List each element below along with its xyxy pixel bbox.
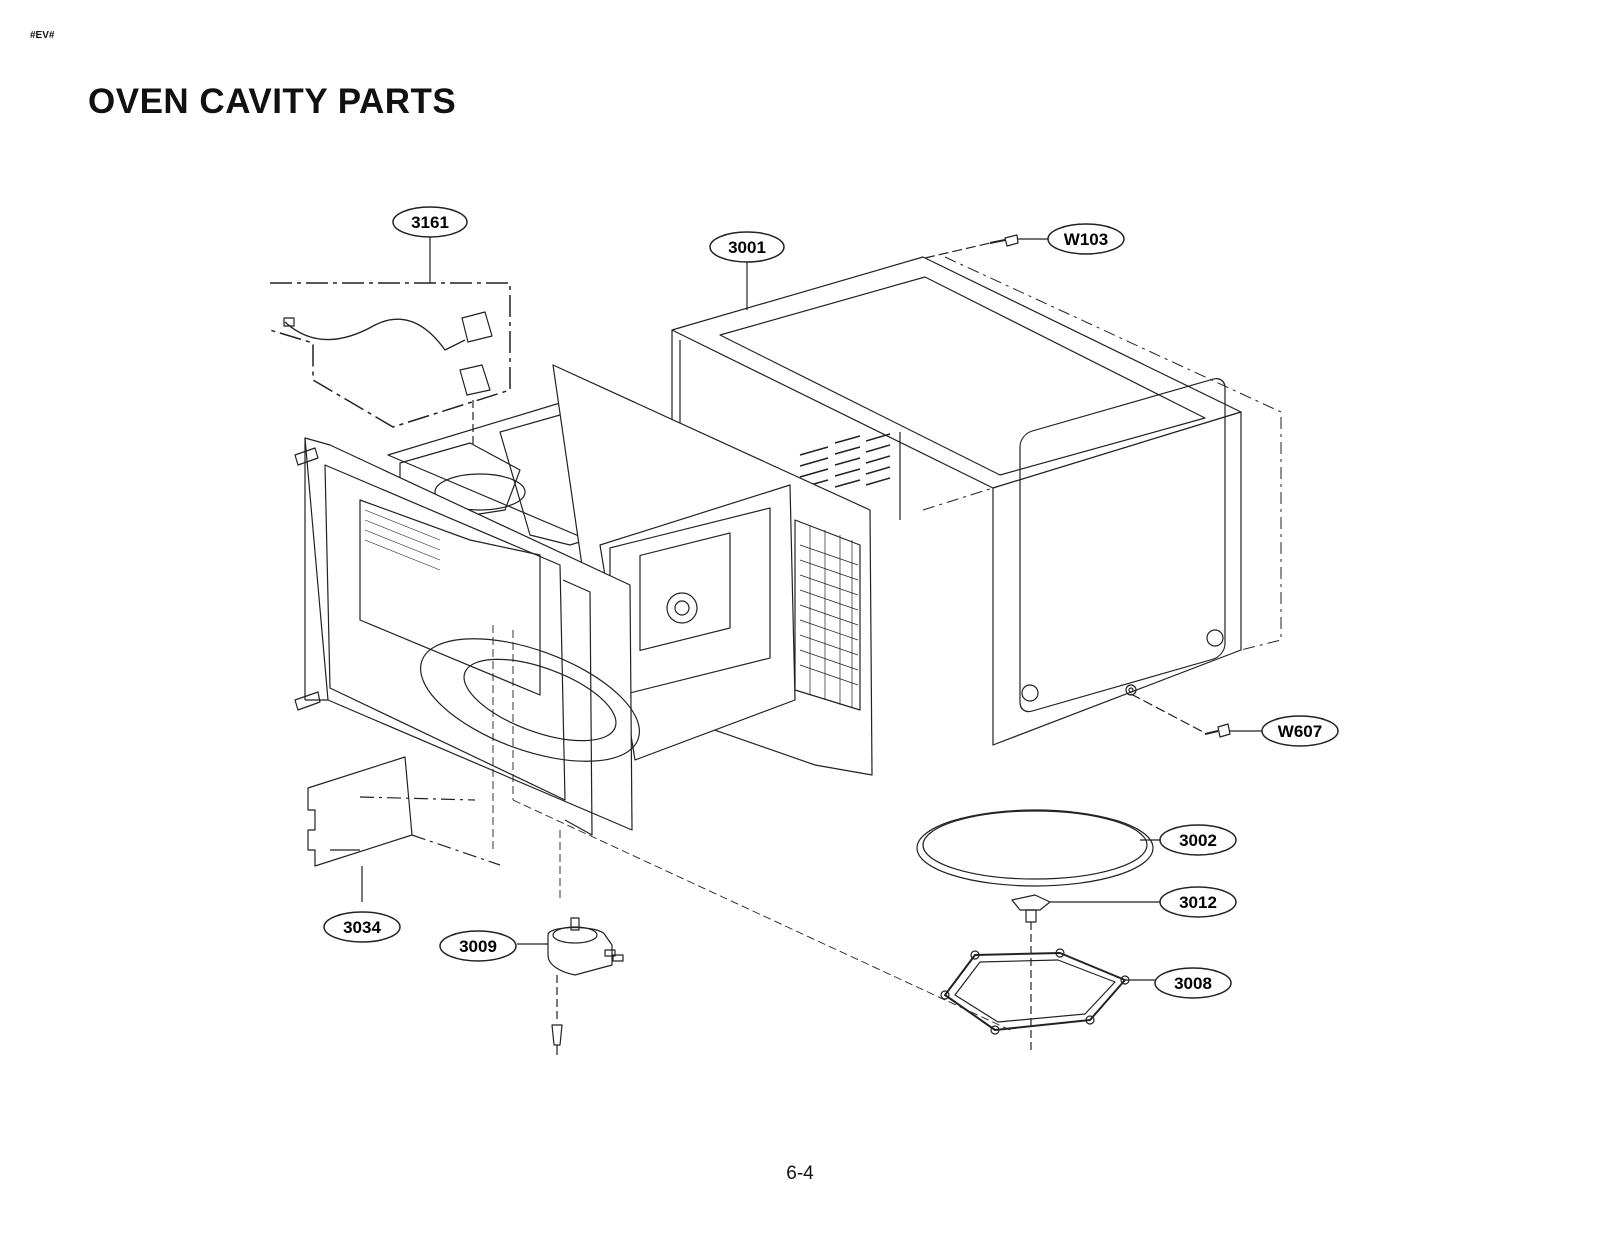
oven-cavity bbox=[294, 364, 1011, 1031]
callout-label: W607 bbox=[1278, 722, 1322, 741]
coupler bbox=[1011, 894, 1051, 1050]
callout-W607: W607 bbox=[1261, 715, 1339, 747]
glass-tray bbox=[916, 809, 1154, 887]
callout-3161: 3161 bbox=[392, 206, 468, 238]
callout-label: 3001 bbox=[728, 238, 766, 257]
page-title: OVEN CAVITY PARTS bbox=[88, 82, 457, 121]
callout-3001: 3001 bbox=[709, 231, 785, 263]
callout-3002: 3002 bbox=[1159, 824, 1237, 856]
callout-label: 3002 bbox=[1179, 831, 1217, 850]
screw-w103 bbox=[924, 234, 1019, 259]
page-number: 6-4 bbox=[786, 1163, 814, 1184]
callout-label: 3012 bbox=[1179, 893, 1217, 912]
callout-label: 3161 bbox=[411, 213, 449, 232]
roller-ring bbox=[940, 948, 1130, 1035]
waveguide-cover bbox=[307, 756, 501, 867]
callout-3008: 3008 bbox=[1154, 967, 1232, 999]
screw-w607 bbox=[1130, 693, 1231, 738]
wire-harness bbox=[269, 282, 511, 445]
callout-label: 3034 bbox=[343, 918, 381, 937]
callout-3012: 3012 bbox=[1159, 886, 1237, 918]
turntable-motor bbox=[547, 917, 624, 1055]
callout-label: 3008 bbox=[1174, 974, 1212, 993]
callout-W103: W103 bbox=[1047, 223, 1125, 255]
callout-3034: 3034 bbox=[323, 911, 401, 943]
document-tag: #EV# bbox=[30, 30, 55, 41]
callout-label: W103 bbox=[1064, 230, 1108, 249]
callout-3009: 3009 bbox=[439, 930, 517, 962]
callout-label: 3009 bbox=[459, 937, 497, 956]
leader-lines bbox=[361, 237, 1262, 981]
